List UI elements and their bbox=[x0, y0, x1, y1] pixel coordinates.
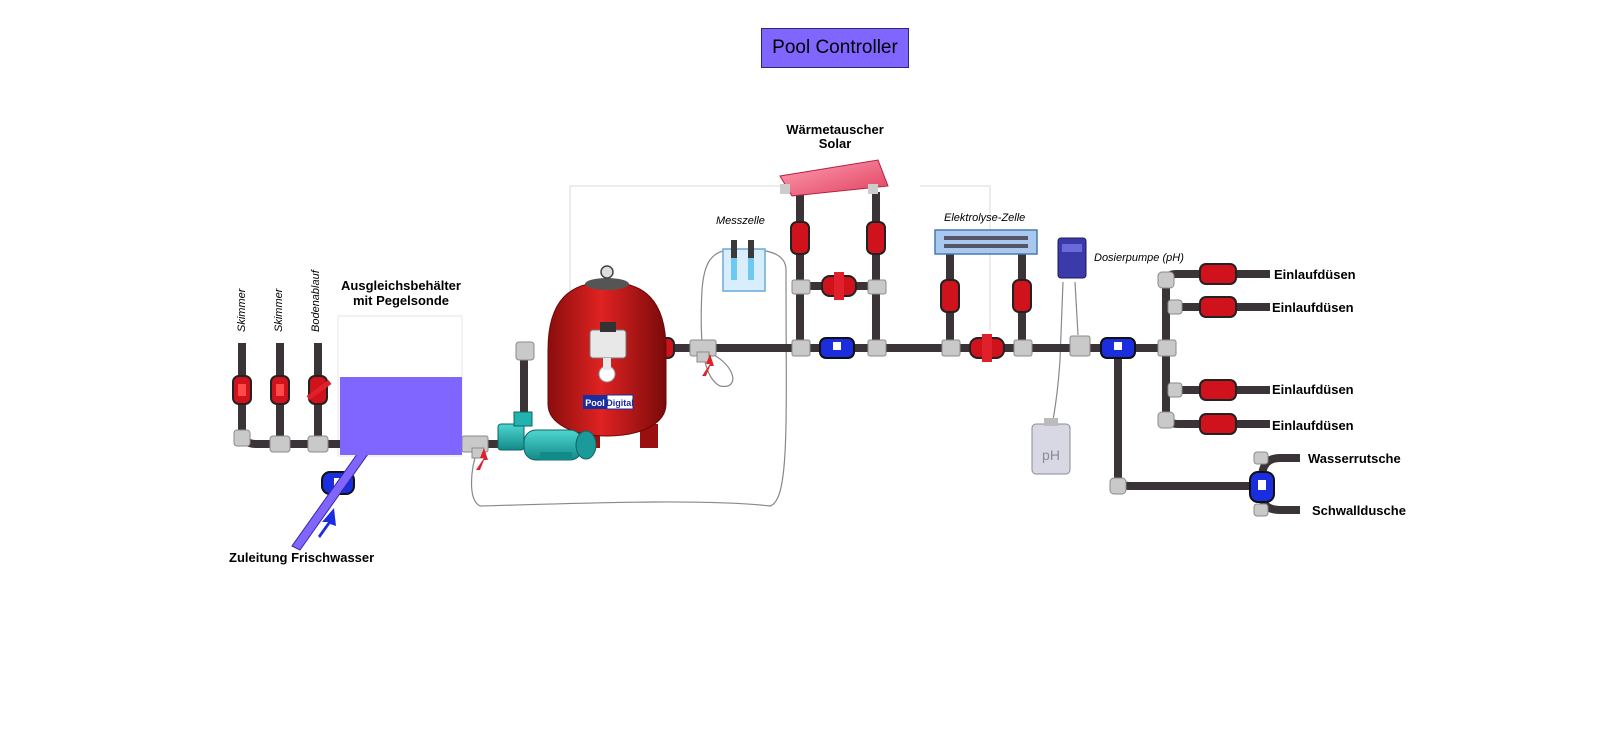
sand-filter: Pool Digital bbox=[547, 265, 667, 448]
blue-valves bbox=[321, 337, 1275, 503]
valve-einlauf-1 bbox=[1199, 263, 1237, 285]
valve-elektrolyse-left bbox=[940, 279, 960, 313]
label-skimmer-1: Skimmer bbox=[236, 288, 248, 332]
label-tank-line1: Ausgleichsbehälter bbox=[341, 278, 461, 293]
ausgleichsbehaelter bbox=[340, 377, 462, 455]
label-dosierpumpe: Dosierpumpe (pH) bbox=[1094, 252, 1184, 264]
valve-solar-left-1 bbox=[790, 221, 810, 255]
label-wasserrutsche: Wasserrutsche bbox=[1308, 451, 1401, 466]
label-einlauf-3: Einlaufdüsen bbox=[1272, 382, 1354, 397]
messzelle bbox=[722, 240, 766, 292]
fittings bbox=[233, 271, 1269, 517]
pool-controller-title-button[interactable]: Pool Controller bbox=[761, 28, 909, 68]
label-waerme-line1: Wärmetauscher bbox=[786, 122, 884, 137]
pipes bbox=[238, 192, 1300, 514]
frischwasser-inlet bbox=[291, 449, 369, 551]
valve-blue-main-1 bbox=[819, 337, 855, 359]
valve-bodenablauf bbox=[306, 375, 332, 405]
valve-einlauf-2 bbox=[1199, 296, 1237, 318]
label-einlauf-2: Einlaufdüsen bbox=[1272, 300, 1354, 315]
valve-skimmer-2 bbox=[270, 375, 290, 405]
valve-solar-bypass bbox=[821, 272, 857, 300]
ph-canister: pH bbox=[1031, 418, 1071, 475]
valve-solar-right-1 bbox=[866, 221, 886, 255]
label-ausgleichsbehaelter: Ausgleichsbehälter mit Pegelsonde bbox=[340, 278, 462, 308]
label-waerme-line2: Solar bbox=[818, 136, 852, 151]
label-bodenablauf: Bodenablauf bbox=[310, 270, 322, 332]
valve-blue-slide bbox=[1249, 471, 1275, 503]
ph-canister-label: pH bbox=[1042, 447, 1060, 463]
valve-elektrolyse-bypass bbox=[969, 334, 1005, 362]
waermetauscher-solar bbox=[779, 159, 889, 197]
label-elektrolyse-zelle: Elektrolyse-Zelle bbox=[944, 212, 1026, 224]
label-messzelle: Messzelle bbox=[716, 215, 765, 227]
valve-skimmer-1 bbox=[232, 375, 252, 405]
elektrolyse-zelle bbox=[934, 229, 1038, 255]
filter-logo-pool: Pool bbox=[585, 398, 605, 408]
label-skimmer-2: Skimmer bbox=[273, 288, 285, 332]
valve-blue-main-2 bbox=[1100, 337, 1136, 359]
valve-einlauf-3 bbox=[1199, 379, 1237, 401]
flow-arrows bbox=[476, 354, 714, 470]
label-schwalldusche: Schwalldusche bbox=[1312, 503, 1406, 518]
filter-logo-digital: Digital bbox=[606, 398, 634, 408]
label-einlauf-4: Einlaufdüsen bbox=[1272, 418, 1354, 433]
label-zuleitung-frischwasser: Zuleitung Frischwasser bbox=[229, 550, 375, 565]
dosierpumpe bbox=[1057, 237, 1087, 279]
valve-elektrolyse-right bbox=[1012, 279, 1032, 313]
label-waermetauscher: Wärmetauscher Solar bbox=[780, 123, 890, 151]
valve-einlauf-4 bbox=[1199, 413, 1237, 435]
label-tank-line2: mit Pegelsonde bbox=[352, 293, 450, 308]
pump bbox=[497, 411, 597, 461]
label-einlauf-1: Einlaufdüsen bbox=[1274, 267, 1356, 282]
